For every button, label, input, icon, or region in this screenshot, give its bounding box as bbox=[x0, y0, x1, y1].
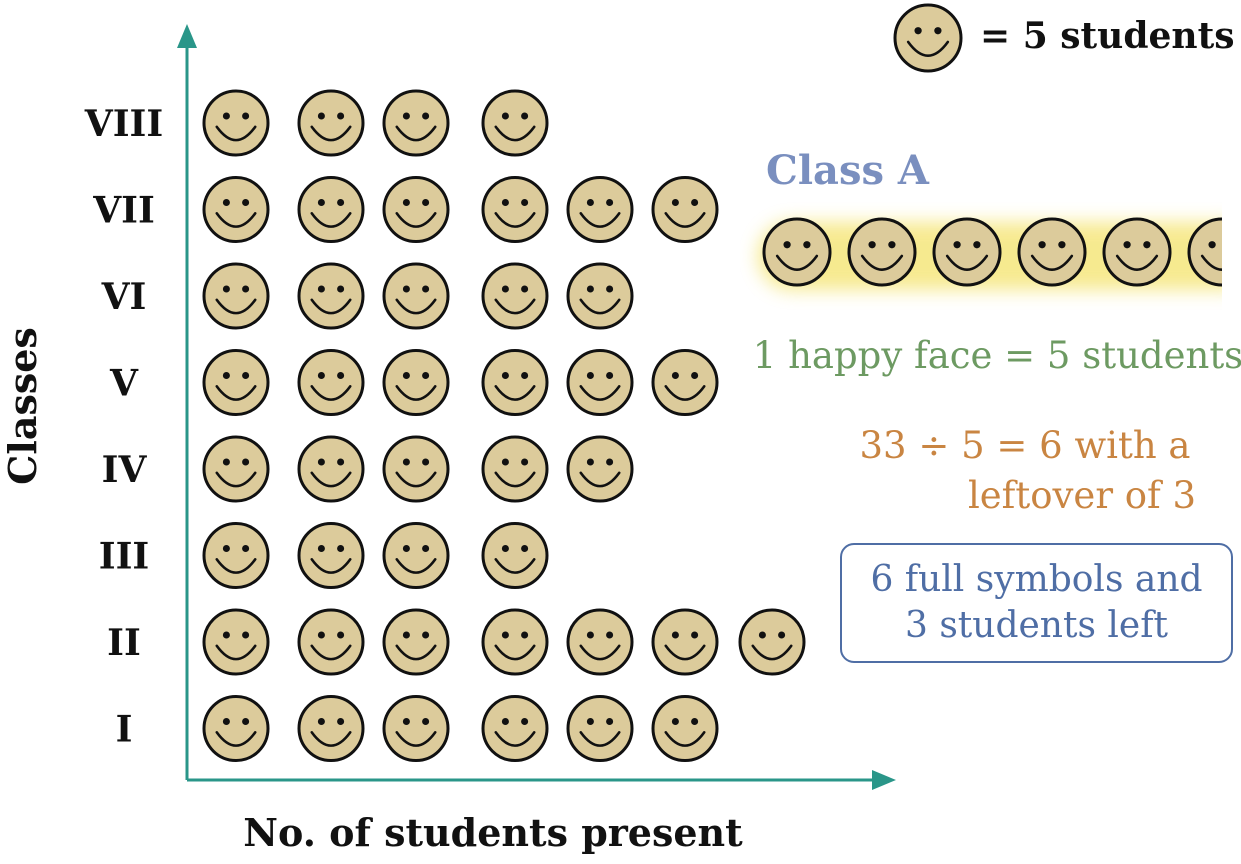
panel-title: Class A bbox=[766, 147, 930, 194]
division-line-2: leftover of 3 bbox=[968, 474, 1196, 517]
happy-face-icon bbox=[382, 349, 450, 416]
happy-face-icon bbox=[481, 608, 549, 676]
happy-face-icon bbox=[481, 89, 549, 157]
y-axis-label: Classes bbox=[0, 327, 45, 485]
happy-face-icon bbox=[566, 608, 634, 676]
happy-face-icon bbox=[297, 608, 365, 676]
panel-happy-face-icon bbox=[1187, 217, 1222, 287]
panel-happy-face-icon bbox=[932, 217, 1002, 287]
category-label-III: III bbox=[99, 536, 150, 578]
happy-face-icon bbox=[202, 608, 270, 676]
panel-happy-face-icon bbox=[1102, 217, 1172, 287]
rule-text: 1 happy face = 5 students bbox=[753, 334, 1241, 377]
happy-face-icon bbox=[481, 522, 549, 589]
panel-happy-face-icon bbox=[847, 217, 917, 287]
category-label-I: I bbox=[116, 709, 133, 751]
category-label-V: V bbox=[109, 363, 139, 405]
category-label-IV: IV bbox=[102, 449, 148, 491]
category-label-VI: VI bbox=[101, 276, 147, 318]
legend-text: = 5 students bbox=[980, 15, 1235, 57]
x-axis-label: No. of students present bbox=[243, 810, 743, 855]
happy-face-icon bbox=[202, 176, 270, 243]
happy-face-icon bbox=[202, 262, 270, 330]
category-label-II: II bbox=[107, 622, 141, 664]
happy-face-icon bbox=[481, 262, 549, 330]
happy-face-icon bbox=[481, 176, 549, 243]
happy-face-icon bbox=[297, 176, 365, 243]
happy-face-icon bbox=[566, 695, 634, 762]
happy-face-icon bbox=[481, 349, 549, 416]
happy-face-icon bbox=[566, 435, 634, 503]
happy-face-icon bbox=[297, 349, 365, 416]
happy-face-icon bbox=[297, 695, 365, 762]
happy-face-icon bbox=[297, 262, 365, 330]
happy-face-icon bbox=[566, 262, 634, 330]
happy-face-icon bbox=[651, 695, 719, 762]
happy-face-icon bbox=[651, 176, 719, 243]
y-axis-arrow bbox=[177, 24, 197, 48]
legend bbox=[893, 3, 963, 73]
category-label-VII: VII bbox=[92, 190, 155, 232]
happy-face-icon bbox=[481, 435, 549, 503]
legend-happy-face-icon bbox=[893, 3, 963, 73]
pictograph-rows bbox=[202, 89, 806, 762]
summary-text: 6 full symbols and 3 students left bbox=[870, 559, 1203, 646]
happy-face-icon bbox=[566, 176, 634, 243]
happy-face-icon bbox=[382, 608, 450, 676]
happy-face-icon bbox=[297, 89, 365, 157]
panel-happy-face-icon bbox=[1017, 217, 1087, 287]
happy-face-icon bbox=[651, 608, 719, 676]
happy-face-icon bbox=[382, 89, 450, 157]
happy-face-icon bbox=[382, 435, 450, 503]
x-axis-arrow bbox=[872, 770, 896, 790]
happy-face-icon bbox=[481, 695, 549, 762]
happy-face-icon bbox=[202, 349, 270, 416]
happy-face-icon bbox=[382, 695, 450, 762]
happy-face-icon bbox=[202, 522, 270, 589]
happy-face-icon bbox=[382, 522, 450, 589]
happy-face-icon bbox=[297, 435, 365, 503]
happy-face-icon bbox=[651, 349, 719, 416]
happy-face-icon bbox=[566, 349, 634, 416]
panel-happy-face-icon bbox=[762, 217, 832, 287]
happy-face-icon bbox=[738, 608, 806, 676]
category-label-VIII: VIII bbox=[84, 103, 163, 145]
summary-box: 6 full symbols and 3 students left bbox=[840, 543, 1233, 663]
happy-face-icon bbox=[202, 89, 270, 157]
happy-face-icon bbox=[382, 262, 450, 330]
happy-face-icon bbox=[297, 522, 365, 589]
panel-symbol-row bbox=[758, 217, 1222, 290]
happy-face-icon bbox=[202, 695, 270, 762]
happy-face-icon bbox=[382, 176, 450, 243]
division-line-1: 33 ÷ 5 = 6 with a bbox=[860, 424, 1191, 467]
happy-face-icon bbox=[202, 435, 270, 503]
